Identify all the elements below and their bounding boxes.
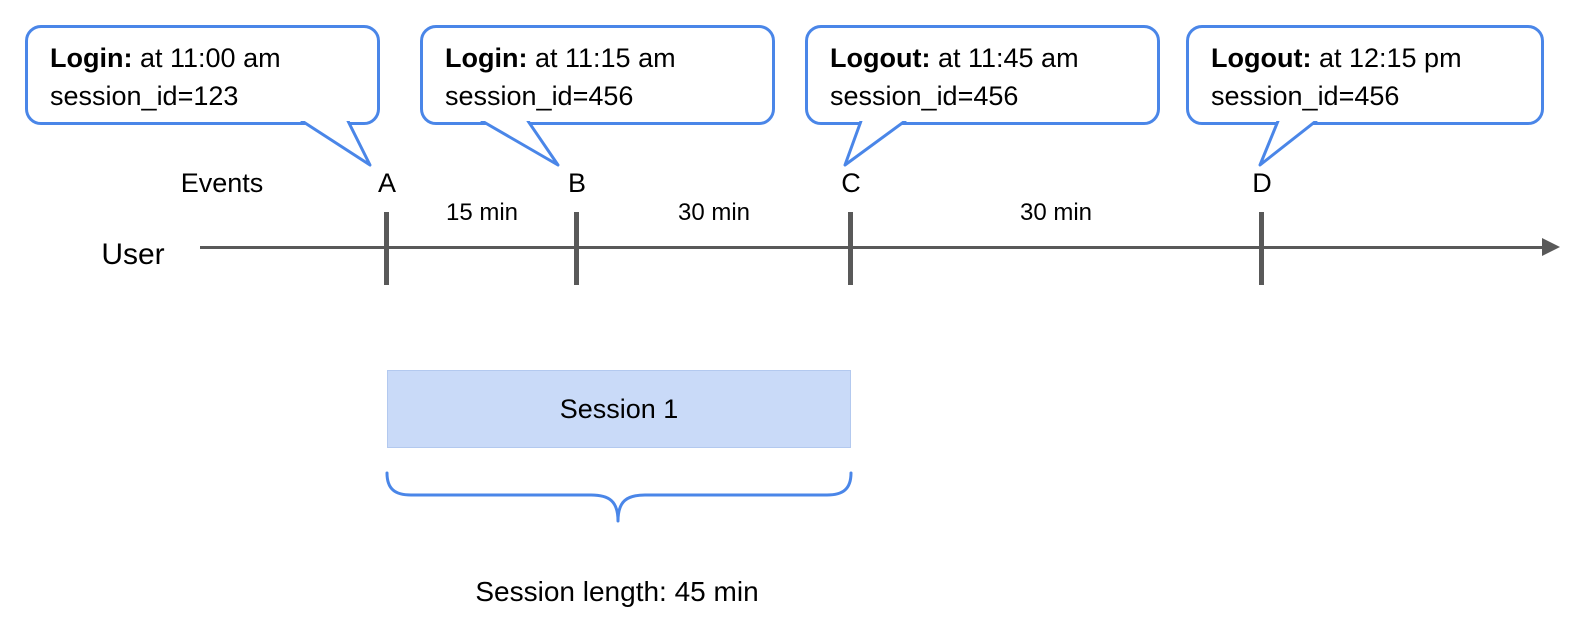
timeline-axis xyxy=(200,246,1544,249)
interval-label-bc: 30 min xyxy=(677,199,751,226)
event-label-b: B xyxy=(567,168,586,198)
session-bar: Session 1 xyxy=(387,370,851,448)
tick-mark-b xyxy=(574,212,579,285)
callout-tail-a xyxy=(300,121,372,167)
callout-login-a: Login: at 11:00 am session_id=123 xyxy=(25,25,380,125)
callout-time: at 11:00 am xyxy=(139,43,281,73)
callout-line-1: Logout: at 12:15 pm xyxy=(1211,39,1521,77)
callout-session-id: session_id=123 xyxy=(50,81,239,111)
callout-title: Login: xyxy=(50,43,133,73)
event-label-d: D xyxy=(1252,168,1272,198)
callout-tail-d xyxy=(1258,121,1318,167)
session-bar-label: Session 1 xyxy=(559,393,679,424)
callout-title: Login: xyxy=(445,43,528,73)
callout-session-id: session_id=456 xyxy=(445,81,634,111)
callout-tail-b xyxy=(480,121,560,167)
event-label-c: C xyxy=(841,168,861,198)
callout-line-1: Login: at 11:15 am xyxy=(445,39,752,77)
events-label: Events xyxy=(180,168,264,198)
user-label: User xyxy=(101,238,165,271)
callout-line-1: Login: at 11:00 am xyxy=(50,39,357,77)
callout-logout-d: Logout: at 12:15 pm session_id=456 xyxy=(1186,25,1544,125)
callout-session-id: session_id=456 xyxy=(1211,81,1400,111)
callout-login-b: Login: at 11:15 am session_id=456 xyxy=(420,25,775,125)
tick-mark-c xyxy=(848,212,853,285)
tick-mark-a xyxy=(384,212,389,285)
callout-line-1: Logout: at 11:45 am xyxy=(830,39,1137,77)
callout-session-id: session_id=456 xyxy=(830,81,1019,111)
event-label-a: A xyxy=(377,168,396,198)
timeline-arrowhead-icon xyxy=(1542,238,1560,256)
callout-time: at 12:15 pm xyxy=(1318,43,1462,73)
callout-title: Logout: xyxy=(1211,43,1312,73)
callout-logout-c: Logout: at 11:45 am session_id=456 xyxy=(805,25,1160,125)
interval-label-cd: 30 min xyxy=(1019,199,1093,226)
callout-title: Logout: xyxy=(830,43,931,73)
tick-mark-d xyxy=(1259,212,1264,285)
callout-time: at 11:45 am xyxy=(937,43,1079,73)
curly-brace xyxy=(385,471,853,523)
callout-tail-c xyxy=(843,121,907,167)
session-length-label: Session length: 45 min xyxy=(475,576,759,607)
callout-time: at 11:15 am xyxy=(534,43,676,73)
interval-label-ab: 15 min xyxy=(445,199,519,226)
